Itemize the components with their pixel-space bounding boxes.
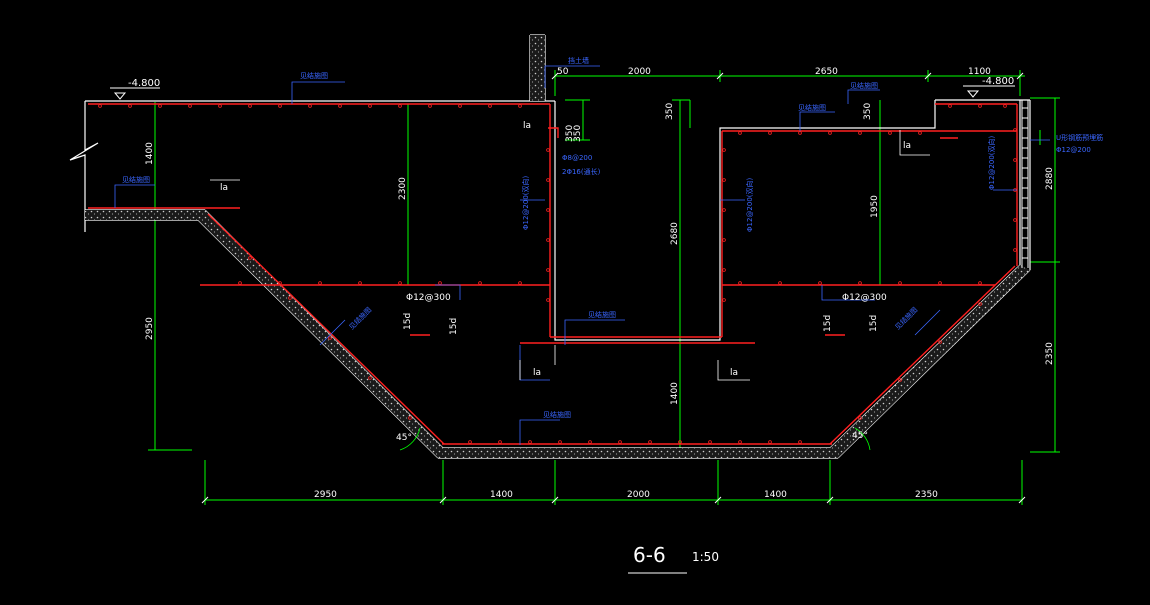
- lab-15d-3: 15d: [823, 315, 833, 332]
- note-right-slope: 见结施图: [893, 305, 919, 331]
- rebar-vert-left: Φ12@200(双向): [521, 175, 530, 230]
- rebar-top-stirrup: Φ8@200: [562, 154, 592, 162]
- note-left-slope: 见结施图: [347, 305, 373, 331]
- top-dim-2650: 2650: [815, 67, 838, 77]
- top-dim-1100: 1100: [968, 67, 991, 77]
- level-left: -4.800: [128, 78, 160, 89]
- level-markers: -4.800 -4.800: [110, 76, 1015, 100]
- rebar-vert-mid: Φ12@200(双向): [745, 177, 754, 232]
- la-label-right: la: [903, 141, 911, 151]
- angle-left: 45°: [396, 433, 412, 443]
- vdim-right-350: 350: [863, 103, 873, 120]
- la-label-top: la: [523, 121, 531, 131]
- vdim-center-tall: 2680: [670, 222, 680, 245]
- concrete-hatch: [85, 35, 1030, 458]
- vdim-left-lower: 2950: [145, 317, 155, 340]
- lab-15d-1: 15d: [403, 313, 413, 330]
- top-dim-50: 50: [557, 67, 569, 77]
- drawing-title: 6-6: [633, 543, 666, 567]
- note-top-left: 见结施图: [300, 71, 328, 80]
- bottom-dim-3: 2000: [627, 490, 650, 500]
- la-label-bottom-right: la: [730, 368, 738, 378]
- dimension-lines: [148, 70, 1060, 505]
- note-wall: 挡土墙: [568, 56, 589, 65]
- rebar-right-embed: Φ12@200: [1056, 146, 1091, 154]
- lab-15d-4: 15d: [869, 315, 879, 332]
- vdim-left-upper: 1400: [145, 142, 155, 165]
- note-right-embed: U形钢筋预埋筋: [1056, 133, 1103, 142]
- vdim-mid-350b: 350: [565, 125, 575, 142]
- note-left-slab: 见结施图: [122, 175, 150, 184]
- rebar-horiz-left: Φ12@300: [406, 293, 451, 303]
- note-top-right-2: 见结施图: [850, 81, 878, 90]
- vdim-mid-350a: 350: [573, 125, 583, 142]
- note-center: 见结施图: [588, 310, 616, 319]
- lab-15d-2: 15d: [449, 318, 459, 335]
- angle-right: 45°: [852, 431, 868, 441]
- drawing-scale: 1:50: [692, 550, 719, 564]
- vdim-center-top: 350: [665, 103, 675, 120]
- rebar-vert-right: Φ12@200(双向): [987, 135, 996, 190]
- vdim-room-right: 1950: [870, 195, 880, 218]
- vdim-room-left: 2300: [398, 177, 408, 200]
- rebar-lines: [88, 103, 1018, 445]
- la-label-left: la: [220, 183, 228, 193]
- note-top-right: 见结施图: [798, 103, 826, 112]
- bottom-dim-5: 2350: [915, 490, 938, 500]
- vdim-right-upper: 2880: [1045, 167, 1055, 190]
- la-marks: [210, 130, 930, 381]
- level-right: -4.800: [982, 76, 1014, 87]
- vdim-right-lower: 2350: [1045, 342, 1055, 365]
- rebar-top-bars: 2Φ16(通长): [562, 167, 601, 176]
- top-dim-2000: 2000: [628, 67, 651, 77]
- bottom-dim-4: 1400: [764, 490, 787, 500]
- vdim-center-low: 1400: [670, 382, 680, 405]
- rebar-horiz-right: Φ12@300: [842, 293, 887, 303]
- bottom-dim-2: 1400: [490, 490, 513, 500]
- note-bottom: 见结施图: [543, 410, 571, 419]
- dimension-ticks: [201, 72, 1026, 504]
- bottom-dim-1: 2950: [314, 490, 337, 500]
- rebar-dots: [98, 104, 1017, 444]
- la-label-bottom-left: la: [533, 368, 541, 378]
- leader-lines: [114, 65, 1050, 445]
- right-wall-embed: [1021, 100, 1029, 268]
